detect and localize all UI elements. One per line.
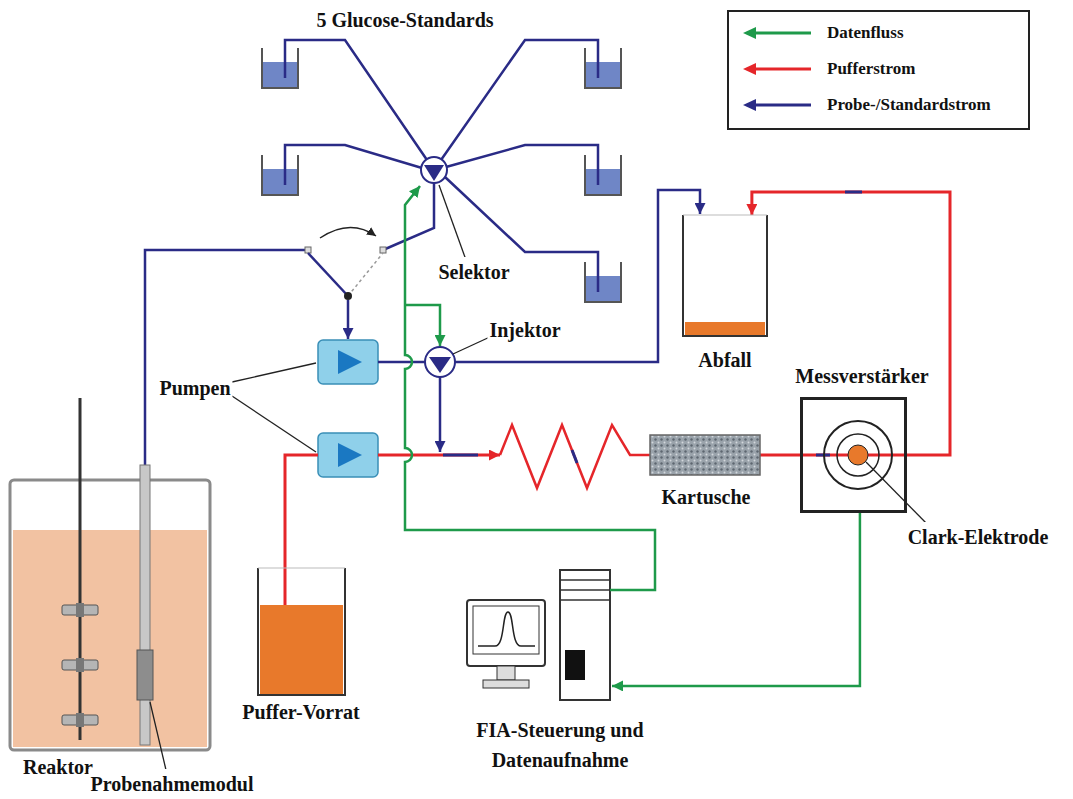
flow-connector xyxy=(612,513,860,686)
amplifier-box: Messverstärker xyxy=(800,397,907,513)
node-label: Messverstärker xyxy=(795,361,928,391)
data-line xyxy=(405,186,655,590)
legend-label: Pufferstrom xyxy=(827,56,915,82)
legend-row: Datenfluss xyxy=(729,21,1028,45)
sample-line xyxy=(145,250,305,465)
legend-label: Datenfluss xyxy=(827,20,904,46)
switch-pivot xyxy=(344,292,352,300)
buffer-vessel xyxy=(258,568,345,695)
buffer-reservoir: Puffer-Vorrat xyxy=(258,568,345,695)
pump-feed xyxy=(347,300,350,339)
injector-valve xyxy=(425,347,455,377)
valve-label: Selektor xyxy=(436,257,511,287)
legend-line-sample xyxy=(741,57,813,81)
pump-symbol xyxy=(318,433,378,477)
computer-drawing xyxy=(467,570,610,700)
standard-tubes xyxy=(285,40,598,292)
sample-plug xyxy=(845,191,862,194)
leader-lines xyxy=(150,185,930,770)
switch-lever xyxy=(308,253,348,296)
cartridge: Kartusche xyxy=(650,435,760,475)
switch-dashed xyxy=(348,253,383,296)
reactor-vessel-drawing xyxy=(10,398,210,750)
selector-valve xyxy=(421,157,447,183)
node-label: FIA-Steuerung und Datenaufnahme xyxy=(450,715,670,775)
injection-line xyxy=(439,377,442,452)
legend-line-sample xyxy=(741,21,813,45)
waste-vessel xyxy=(683,215,767,336)
buffer-line xyxy=(868,454,904,457)
switch-arrow xyxy=(320,227,376,238)
sample-plug xyxy=(443,454,478,457)
valve-label: Injektor xyxy=(487,315,562,345)
pump-symbol xyxy=(318,340,378,384)
probe-label: Probenahmemodul xyxy=(89,769,256,799)
cartridge-body xyxy=(650,435,760,475)
buffer-line xyxy=(378,454,500,457)
flow-connector xyxy=(752,192,950,455)
legend-row: Pufferstrom xyxy=(729,57,1028,81)
node-label: Kartusche xyxy=(662,482,751,512)
data-line xyxy=(405,305,440,346)
legend-row: Probe-/Standardstrom xyxy=(729,93,1028,117)
waste-container: Abfall xyxy=(683,215,767,336)
buffer-line xyxy=(803,454,848,457)
node-label: Puffer-Vorrat xyxy=(242,697,359,727)
selector-line xyxy=(383,183,434,250)
reactor-vessel: Reaktor xyxy=(10,480,210,750)
sample-plug xyxy=(572,450,577,463)
computer-station: FIA-Steuerung und Datenaufnahme xyxy=(465,568,612,702)
electrode-label: Clark-Elektrode xyxy=(906,522,1051,552)
reaction-coil xyxy=(500,425,650,488)
switch-port xyxy=(305,247,311,253)
legend-line-sample xyxy=(741,93,813,117)
flow-connector xyxy=(760,454,800,457)
node-label: Abfall xyxy=(698,345,751,375)
legend-label: Probe-/Standardstrom xyxy=(827,92,991,118)
standard-bottles xyxy=(262,48,621,302)
group-heading: 5 Glucose-Standards xyxy=(314,5,495,35)
sample-line xyxy=(378,361,425,364)
legend-box: DatenflussPufferstromProbe-/Standardstro… xyxy=(727,10,1030,130)
pump-label: Pumpen xyxy=(157,373,232,403)
node-label: Reaktor xyxy=(23,752,93,782)
switch-port xyxy=(380,247,386,253)
